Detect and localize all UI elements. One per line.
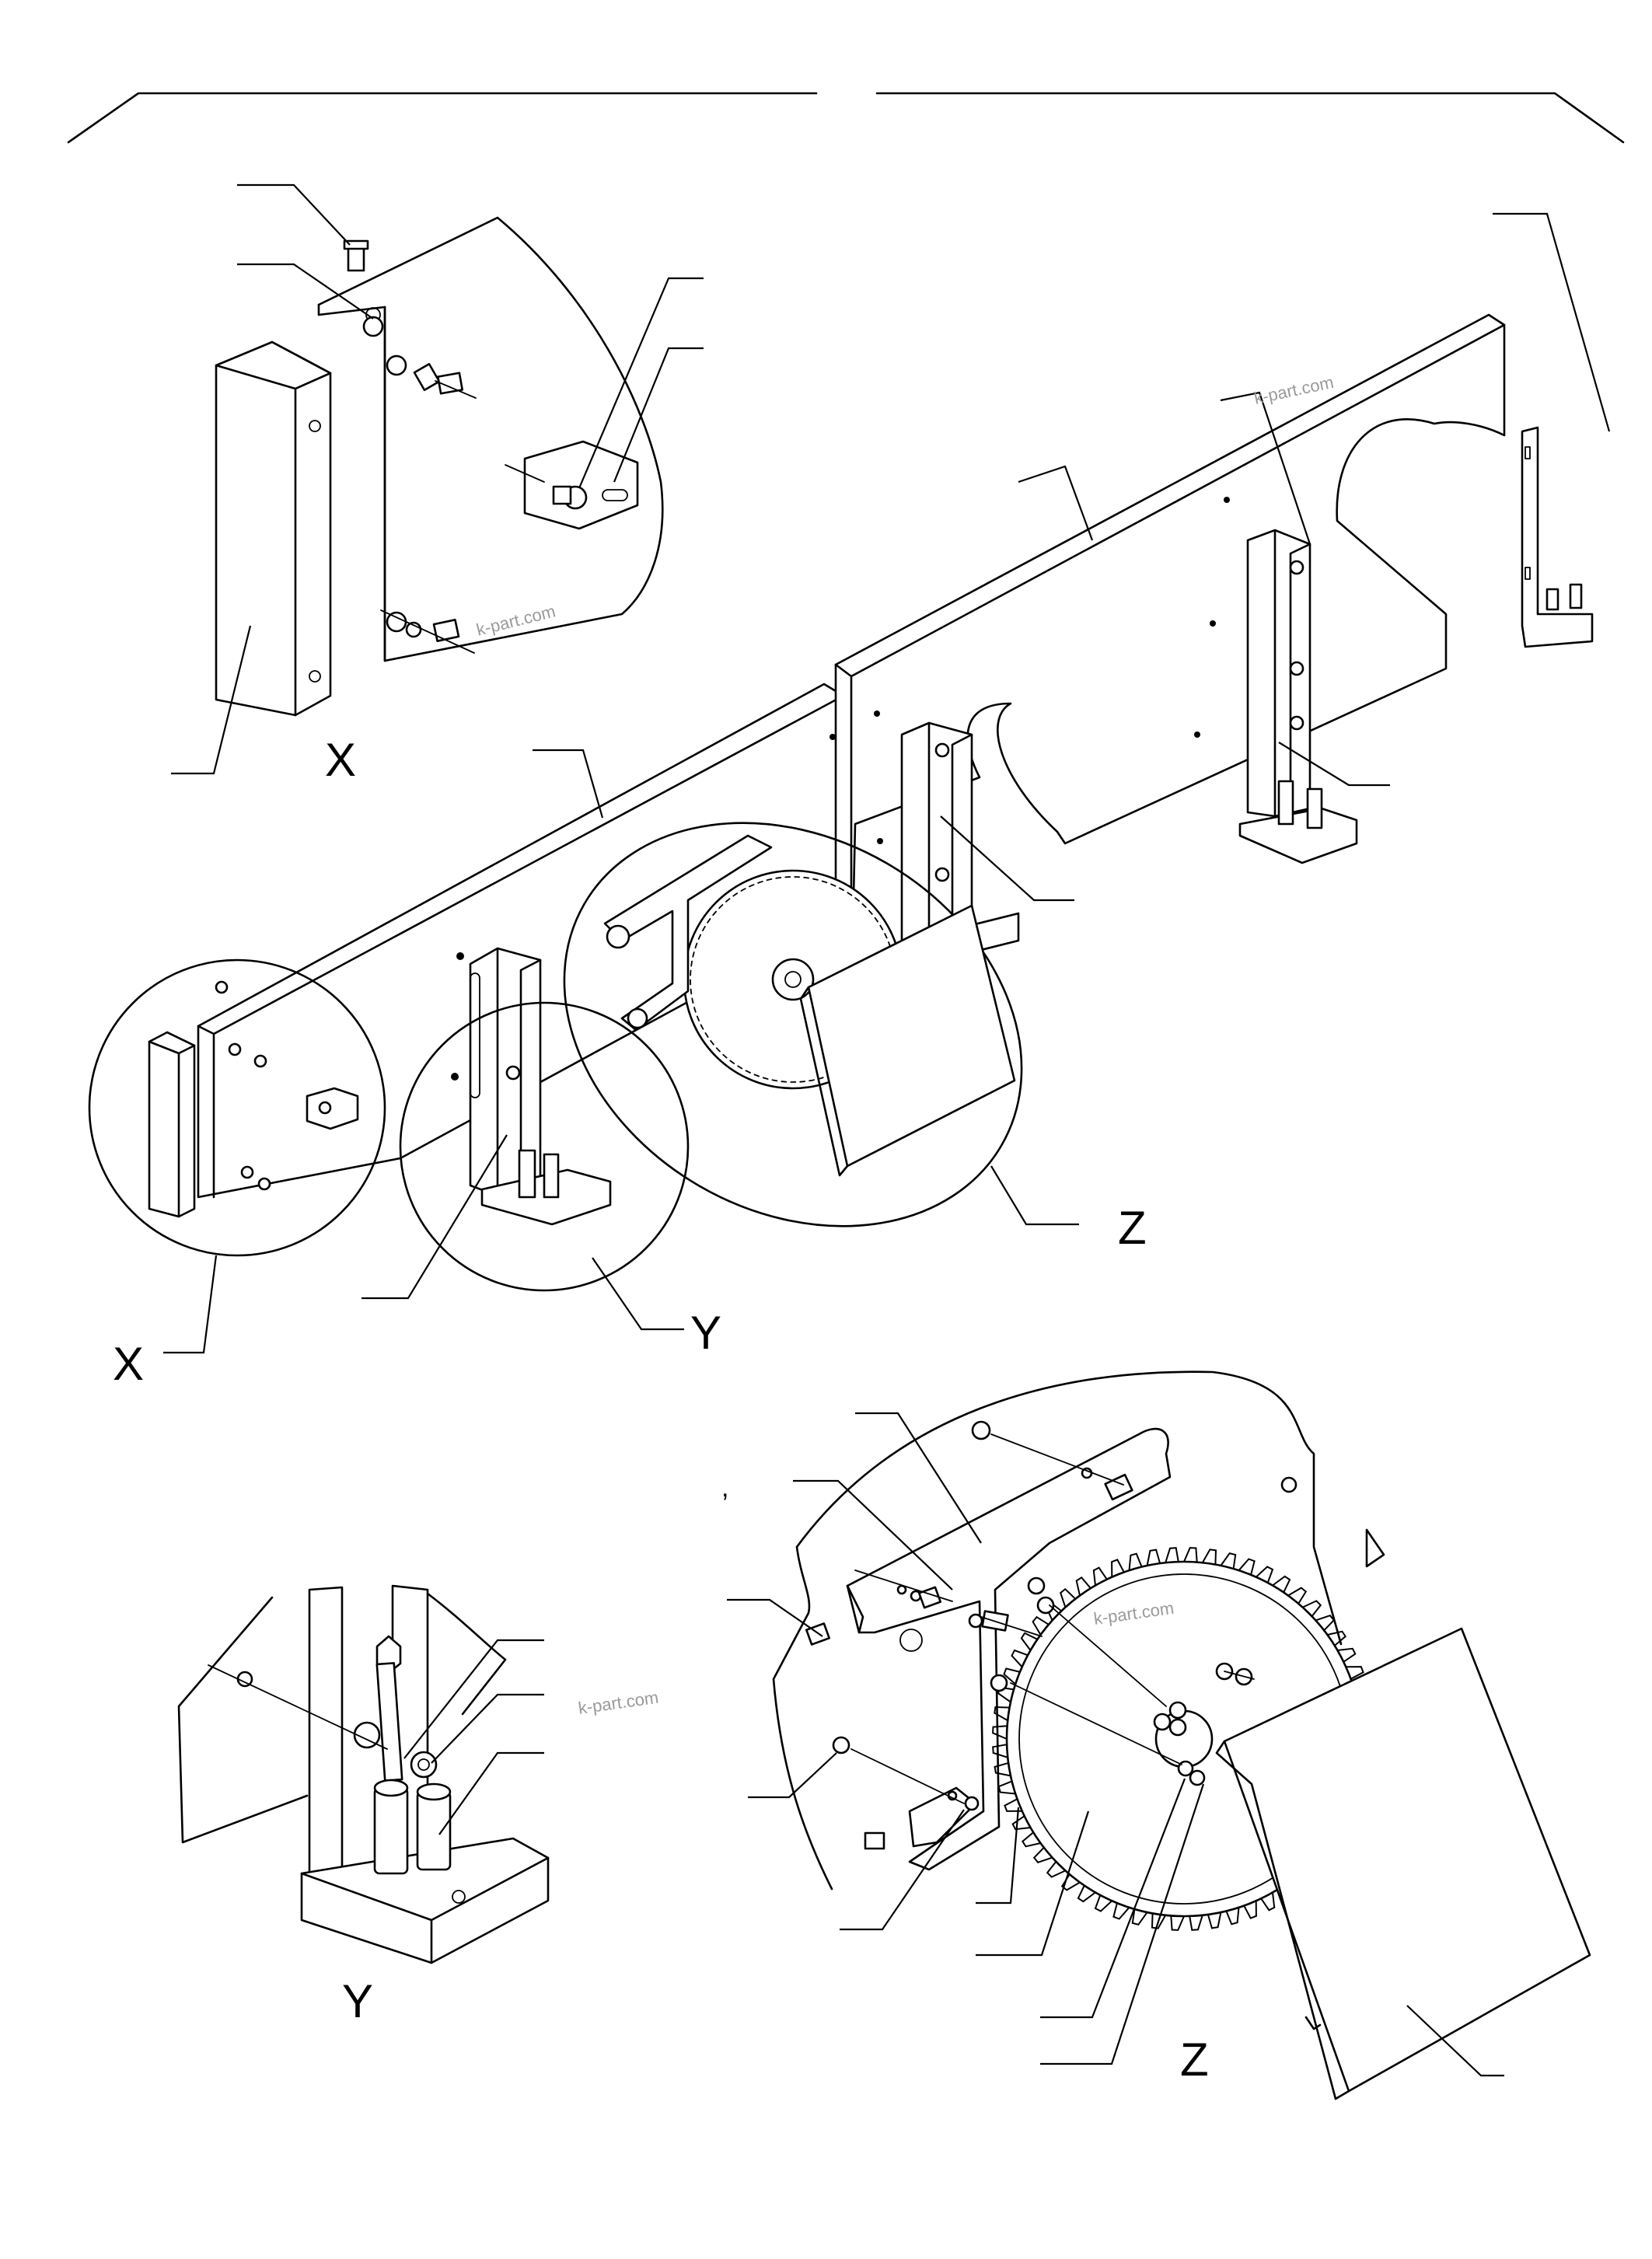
warning-triangle-icon xyxy=(1365,1528,1385,1568)
watermark-1: k-part.com xyxy=(474,601,557,639)
sprocket-teeth xyxy=(992,1547,1376,1931)
sprocket-tooth xyxy=(992,1744,1008,1758)
sprocket-tooth xyxy=(997,1780,1016,1795)
sprocket-tooth xyxy=(1032,1847,1053,1863)
z-fastener-set xyxy=(805,1420,1255,1850)
callout-y-detail: Y xyxy=(342,1975,373,2027)
sprocket-tooth xyxy=(1225,1907,1240,1926)
sprocket-tooth xyxy=(1011,1815,1031,1831)
callout-z-main: Z xyxy=(1118,1202,1147,1254)
sprocket-tooth xyxy=(1260,1892,1276,1912)
y-fastener-set xyxy=(208,1635,452,1875)
sprocket-tooth xyxy=(1003,1667,1021,1685)
sprocket-tooth xyxy=(1256,1566,1274,1583)
end-post-bracket xyxy=(1521,426,1594,648)
sprocket-tooth xyxy=(1201,1548,1217,1565)
sprocket-tooth xyxy=(1131,1908,1148,1926)
hex-bolt-top xyxy=(343,239,463,395)
detail-z-view: Z k-part.com , xyxy=(721,1370,1591,2100)
callout-z-detail: Z xyxy=(1180,2034,1209,2086)
sprocket-tooth xyxy=(1243,1901,1257,1919)
sprocket-tooth xyxy=(1165,1547,1179,1563)
sprocket-tooth xyxy=(1183,1547,1198,1562)
upright-post-left xyxy=(469,947,612,1226)
detail-y-view: Y k-part.com xyxy=(177,1584,660,2027)
sprocket-tooth xyxy=(1346,1666,1364,1680)
sprocket-tooth xyxy=(1302,1600,1322,1617)
sprocket-tooth xyxy=(1111,1559,1125,1577)
sprocket-tooth xyxy=(1151,1913,1167,1929)
corner-bracket-small xyxy=(148,980,359,1218)
sprocket-tooth xyxy=(1220,1552,1237,1569)
sprocket-tooth xyxy=(994,1706,1010,1722)
sprocket-tooth xyxy=(1327,1630,1347,1646)
sprocket-tooth xyxy=(1207,1912,1222,1929)
sprocket-tooth xyxy=(1170,1915,1185,1931)
cover-plate-z xyxy=(1215,1627,1591,2100)
sprocket-tooth xyxy=(1021,1831,1041,1848)
callout-x-main-2: X xyxy=(113,1338,144,1390)
detail-ellipse-z xyxy=(563,822,1023,1227)
detail-x-view: X k-part.com xyxy=(171,183,704,786)
sprocket-tooth xyxy=(1128,1552,1143,1571)
sprocket-tooth xyxy=(1272,1575,1291,1593)
sprocket-tooth xyxy=(1189,1915,1203,1931)
sprocket-tooth xyxy=(1287,1587,1308,1604)
sprocket-tooth xyxy=(1315,1615,1336,1631)
sprocket-tooth xyxy=(1238,1558,1256,1576)
sprocket-tooth xyxy=(1060,1587,1076,1608)
sprocket-tooth xyxy=(1046,1861,1066,1878)
sprocket-tooth xyxy=(1020,1632,1038,1651)
callout-x-main: X xyxy=(325,734,356,786)
sprocket-tooth xyxy=(992,1725,1008,1740)
sprocket-tooth xyxy=(1112,1902,1130,1920)
fastener-bottom xyxy=(380,609,475,654)
sprocket-tooth xyxy=(994,1761,1011,1777)
sprocket-tooth xyxy=(1337,1647,1357,1663)
sprocket-tooth xyxy=(1004,1798,1022,1812)
slotted-bracket xyxy=(505,440,639,530)
callout-y-main: Y xyxy=(690,1307,721,1359)
sprocket-tooth xyxy=(1094,1894,1112,1912)
detail-circle-y xyxy=(399,1001,690,1292)
watermark-3: k-part.com xyxy=(577,1688,659,1718)
stray-mark: , xyxy=(721,1473,728,1503)
header-bracket xyxy=(67,92,1625,144)
detail-circle-x xyxy=(88,958,386,1257)
sprocket-tooth xyxy=(1146,1548,1161,1566)
main-assembly: Z Y X k-part.com xyxy=(88,212,1611,1390)
sprocket-tooth xyxy=(1011,1649,1029,1667)
upright-post-right xyxy=(1238,529,1358,864)
arm-bracket-z xyxy=(846,1427,1172,1871)
sprocket-tooth xyxy=(1075,1576,1091,1596)
sprocket-tooth xyxy=(1077,1885,1096,1903)
sprocket-tooth xyxy=(1032,1615,1050,1636)
sprocket-tooth xyxy=(1092,1566,1108,1586)
